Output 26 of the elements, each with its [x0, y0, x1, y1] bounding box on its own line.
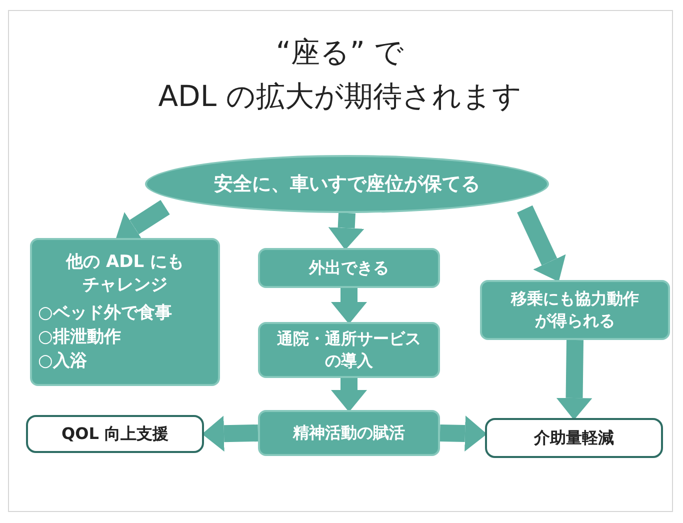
- outcome-box: [485, 418, 663, 458]
- list-item: ○排泄動作: [37, 326, 121, 349]
- node-text: 移乗にも協力動作が得られる: [510, 288, 640, 332]
- node-text: 他の ADL にもチャレンジ: [64, 250, 185, 298]
- process-box: [258, 248, 440, 288]
- node-text: 介助量軽減: [533, 426, 615, 449]
- list-item: ○ベッド外で食事: [37, 302, 172, 326]
- block-arrow: [328, 212, 364, 250]
- block-arrow: [440, 416, 487, 452]
- outcome-box: [26, 415, 204, 453]
- block-arrow: [202, 416, 258, 452]
- block-arrow: [331, 378, 367, 412]
- process-box: [258, 322, 440, 378]
- block-arrow: [556, 340, 592, 420]
- node-text: 通院・通所サービスの導入: [276, 328, 422, 372]
- list-item: ○入浴: [37, 350, 87, 373]
- block-arrow: [517, 205, 566, 282]
- process-box: [30, 238, 220, 386]
- node-text: 精神活動の賦活: [292, 422, 406, 444]
- process-box: [258, 410, 440, 456]
- node-text: 安全に、車いすで座位が保てる: [213, 172, 481, 197]
- node-text: QOL 向上支援: [60, 422, 170, 445]
- block-arrow: [331, 288, 367, 324]
- slide-title: “座る” でADL の拡大が期待されます: [157, 34, 523, 115]
- process-box: [480, 280, 670, 340]
- node-text: 外出できる: [308, 256, 390, 279]
